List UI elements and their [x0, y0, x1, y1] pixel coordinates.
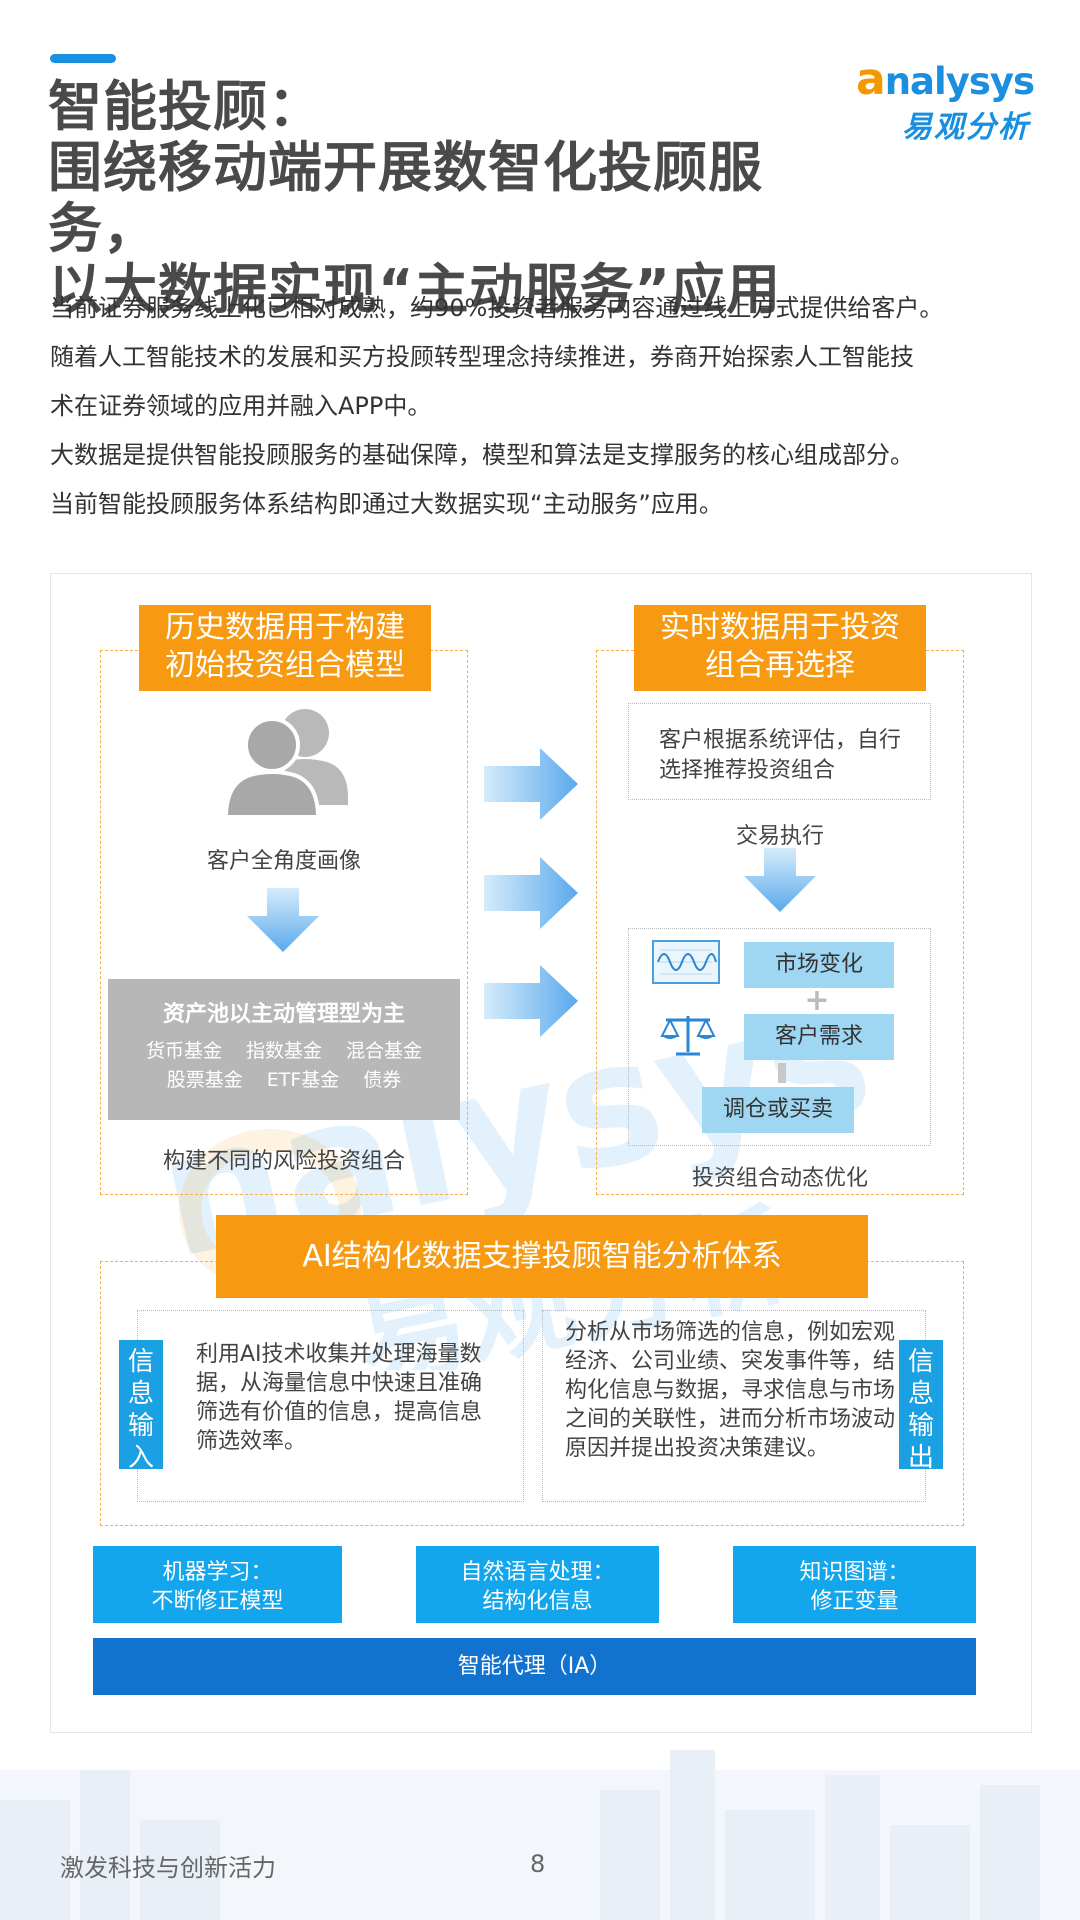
intro-line: 大数据是提供智能投顾服务的基础保障，模型和算法是支撑服务的核心组成部分。: [50, 441, 914, 469]
intro-line: 当前证券服务线上化已相对成熟，约90%投资者服务内容通过线上方式提供给客户。: [50, 294, 944, 322]
chip-title: 机器学习：: [162, 1560, 273, 1585]
nlp-chip: 自然语言处理： 结构化信息: [416, 1546, 659, 1623]
adjust-position-pill: 调仓或买卖: [702, 1087, 854, 1133]
info-input-char: 息: [127, 1379, 154, 1409]
info-output-label: 信 息 输 出: [899, 1340, 943, 1473]
evaluation-box: 客户根据系统评估，自行选择推荐投资组合: [628, 703, 931, 800]
balance-scale-icon: [660, 1016, 716, 1056]
left-heading-line: 初始投资组合模型: [165, 648, 405, 683]
accent-bar: [50, 54, 116, 63]
info-output-char: 信: [907, 1347, 934, 1377]
skyline-background-icon: [0, 1750, 1080, 1920]
logo-a-mark: a: [856, 54, 886, 105]
intro-line: 当前智能投顾服务体系结构即通过大数据实现“主动服务”应用。: [50, 490, 723, 518]
chip-title: 知识图谱：: [799, 1560, 910, 1585]
logo-wordmark-rest: nalysys: [884, 60, 1035, 103]
page-title: 智能投顾： 围绕移动端开展数智化投顾服务， 以大数据实现“主动服务”应用: [48, 76, 868, 320]
analysys-logo: analysys 易观分析: [842, 46, 1042, 146]
info-output-char: 出: [907, 1443, 934, 1473]
right-footer-label: 投资组合动态优化: [691, 1166, 868, 1191]
left-heading-line: 历史数据用于构建: [165, 610, 405, 645]
footer-slogan: 激发科技与创新活力: [60, 1854, 276, 1882]
trade-execution-label: 交易执行: [735, 824, 824, 849]
page-number: 8: [530, 1850, 546, 1878]
intro-line: 随着人工智能技术的发展和买方投顾转型理念持续推进，券商开始探索人工智能技: [50, 343, 914, 371]
equals-icon: [778, 1063, 800, 1107]
intelligent-agent-bar: 智能代理（IA）: [93, 1638, 976, 1695]
intro-line: 术在证券领域的应用并融入APP中。: [50, 392, 432, 420]
arrow-right-icon: [484, 965, 578, 1037]
chip-subtitle: 不断修正模型: [151, 1589, 284, 1614]
chip-title: 自然语言处理：: [460, 1560, 615, 1585]
customer-demand-pill: 客户需求: [744, 1014, 894, 1060]
arrow-down-icon: [744, 848, 816, 912]
info-output-char: 息: [907, 1379, 934, 1409]
info-output-text: 分析从市场筛选的信息，例如宏观经济、公司业绩、突发事件等，结构化信息与数据，寻求…: [565, 1320, 896, 1461]
left-heading: 历史数据用于构建 初始投资组合模型: [139, 605, 431, 691]
asset-pool-line: 股票基金 ETF基金 债券: [166, 1069, 402, 1091]
ai-heading: AI结构化数据支撑投顾智能分析体系: [216, 1215, 868, 1298]
intro-paragraph: 当前证券服务线上化已相对成熟，约90%投资者服务内容通过线上方式提供给客户。 随…: [50, 284, 1040, 529]
asset-pool-line: 货币基金 指数基金 混合基金: [145, 1040, 423, 1062]
market-optimization-box: [628, 928, 931, 1146]
info-input-char: 信: [127, 1347, 154, 1377]
chip-subtitle: 结构化信息: [482, 1589, 593, 1614]
title-line-2: 围绕移动端开展数智化投顾服务，: [48, 136, 763, 260]
right-heading-line: 实时数据用于投资: [660, 610, 900, 645]
asset-pool-title: 资产池以主动管理型为主: [162, 1002, 405, 1027]
arrow-right-icon: [484, 748, 578, 820]
chip-subtitle: 修正变量: [810, 1589, 899, 1614]
users-icon: [223, 709, 348, 819]
machine-learning-chip: 机器学习： 不断修正模型: [93, 1546, 342, 1623]
right-heading: 实时数据用于投资 组合再选择: [634, 605, 926, 691]
logo-wordmark: analysys: [856, 54, 1035, 105]
arrow-down-icon: [247, 888, 319, 952]
asset-pool-box: 资产池以主动管理型为主 货币基金 指数基金 混合基金 股票基金 ETF基金 债券: [108, 979, 460, 1120]
waveform-chart-icon: [652, 940, 720, 984]
info-input-label: 信 息 输 入: [119, 1340, 163, 1473]
info-input-char: 入: [127, 1443, 154, 1473]
arrow-right-icon: [484, 857, 578, 929]
title-line-1: 智能投顾：: [48, 75, 323, 138]
persona-label: 客户全角度画像: [206, 849, 361, 874]
left-footer-label: 构建不同的风险投资组合: [162, 1149, 405, 1174]
right-heading-line: 组合再选择: [705, 648, 855, 683]
plus-sign: +: [804, 983, 830, 1018]
logo-chinese: 易观分析: [902, 110, 1030, 145]
title-line-3: 以大数据实现“主动服务”应用: [48, 258, 781, 321]
info-input-char: 输: [127, 1411, 154, 1441]
knowledge-graph-chip: 知识图谱： 修正变量: [733, 1546, 976, 1623]
market-change-pill: 市场变化: [744, 942, 894, 988]
info-output-char: 输: [907, 1411, 934, 1441]
info-input-text: 利用AI技术收集并处理海量数据，从海量信息中快速且准确筛选有价值的信息，提高信息…: [196, 1342, 483, 1454]
